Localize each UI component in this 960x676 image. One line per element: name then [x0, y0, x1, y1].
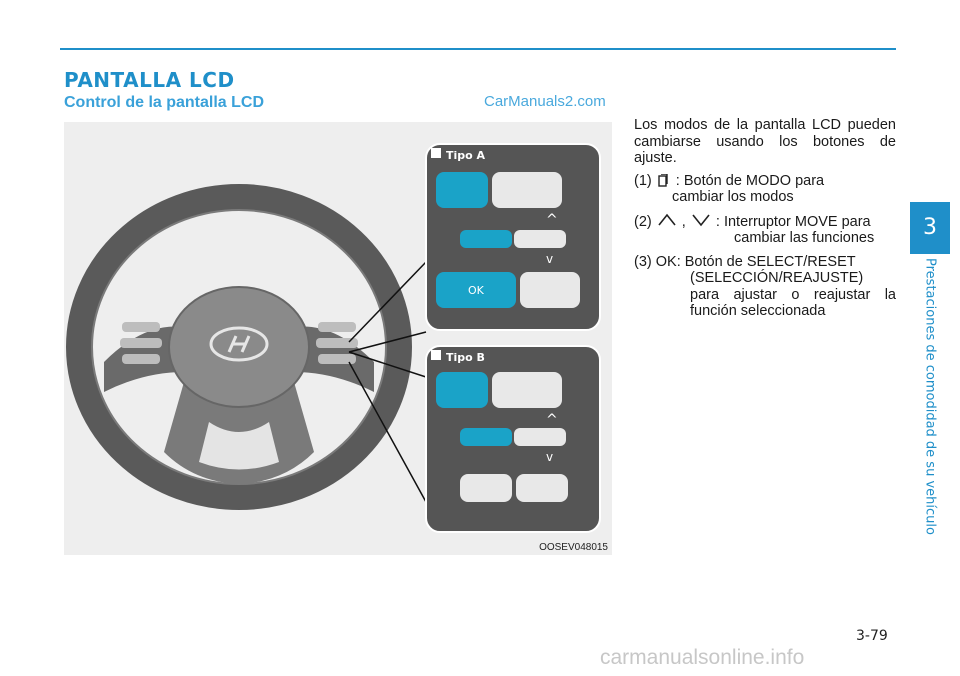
type-a-panel: Tipo A ^ v OK — [425, 143, 601, 331]
item-2-text-b: cambiar las funciones — [734, 230, 875, 246]
chapter-title: Prestaciones de comodidad de su vehículo — [916, 258, 944, 538]
steering-wheel-figure: Tipo A ^ v OK Tipo B ^ v OOSEV048015 — [64, 122, 612, 555]
item-1-text-b: cambiar los modos — [672, 189, 794, 205]
chevron-up-icon — [658, 213, 676, 225]
mode-button-icon — [658, 173, 668, 187]
lower-left-button-b — [460, 474, 512, 502]
item-2-number: (2) — [634, 213, 652, 230]
svg-text:v: v — [546, 450, 553, 464]
item-3: (3) OK: Botón de SELECT/RESET (SELECCIÓN… — [634, 254, 896, 320]
type-a-label: Tipo A — [446, 149, 486, 162]
watermark-bottom: carmanualsonline.info — [600, 646, 805, 669]
figure-code: OOSEV048015 — [539, 542, 608, 553]
hyundai-logo-icon — [209, 326, 269, 362]
type-b-panel: Tipo B ^ v — [425, 345, 601, 533]
top-rule — [60, 48, 896, 50]
section-title: PANTALLA LCD — [64, 68, 235, 92]
item-1-text-a: : Botón de MODO para — [675, 172, 825, 189]
steering-wheel-illustration: Tipo A ^ v OK Tipo B ^ v — [66, 143, 601, 533]
body-text: Los modos de la pantalla LCD pueden camb… — [634, 117, 896, 327]
ok-button-a — [436, 272, 516, 308]
item-3-text-a: (3) OK: Botón de SELECT/RESET — [634, 253, 856, 270]
chapter-tab: 3 — [910, 202, 950, 254]
item-1-number: (1) — [634, 172, 652, 189]
page-number: 3-79 — [856, 628, 888, 644]
item-1: (1) : Botón de MODO para cambiar los mod… — [634, 173, 896, 206]
item-2-separator: , — [681, 213, 686, 230]
watermark-top: CarManuals2.com — [484, 93, 606, 110]
mode-button-b — [436, 372, 488, 408]
ok-label: OK — [468, 284, 485, 297]
item-2: (2) , : Interruptor MOVE para cambiar la… — [634, 213, 896, 247]
svg-text:^: ^ — [546, 412, 558, 428]
item-3-text-b: (SELECCIÓN/REAJUSTE) para ajustar o reaj… — [690, 270, 896, 319]
intro-paragraph: Los modos de la pantalla LCD pueden camb… — [634, 117, 896, 166]
move-switch-b — [460, 428, 512, 446]
type-b-label: Tipo B — [446, 351, 485, 364]
chapter-title-text: Prestaciones de comodidad de su vehículo — [922, 258, 938, 535]
airbag-hub — [168, 286, 310, 408]
item-2-text-a: : Interruptor MOVE para — [715, 213, 871, 230]
lower-right-button-b — [516, 474, 568, 502]
mode-button-a — [436, 172, 488, 208]
sub-title: Control de la pantalla LCD — [64, 94, 265, 111]
chevron-down-icon — [692, 214, 710, 226]
svg-text:v: v — [546, 252, 553, 266]
move-switch-a — [460, 230, 512, 248]
svg-text:^: ^ — [546, 212, 558, 228]
wheel-rim — [66, 184, 412, 510]
